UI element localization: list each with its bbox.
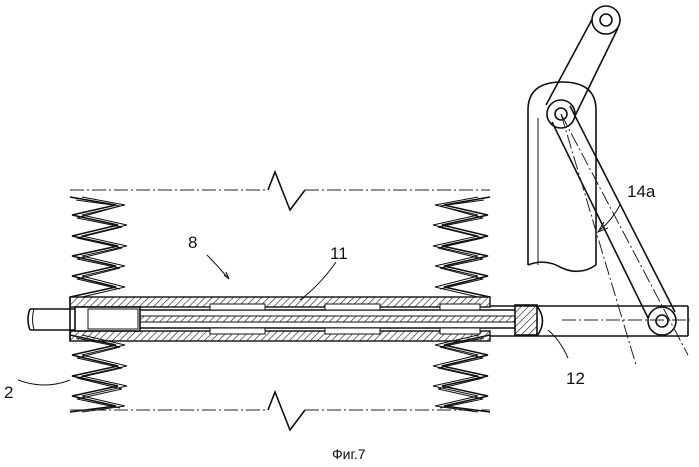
housing-centerlines [70, 189, 490, 411]
figure-caption: Фиг.7 [332, 446, 366, 462]
end-plug [514, 304, 538, 336]
break-marks [267, 169, 306, 432]
label-assembly-8: 8 [188, 233, 197, 252]
label-rod-12: 12 [566, 369, 585, 388]
rod-12 [490, 305, 689, 337]
leader-lines [17, 204, 621, 386]
input-shaft [27, 308, 75, 331]
label-bellows-2: 2 [4, 383, 13, 402]
left-bellows-upper [69, 196, 128, 298]
label-tube-11: 11 [330, 244, 348, 263]
left-bellows-lower [69, 334, 128, 413]
lever-14a [545, 5, 690, 366]
right-bellows-upper [432, 196, 491, 298]
inner-rod [139, 303, 516, 335]
label-lever-14a: 14a [627, 182, 656, 201]
piston-block [74, 306, 141, 332]
right-bellows-lower [432, 334, 491, 413]
upright-bracket [527, 81, 597, 273]
